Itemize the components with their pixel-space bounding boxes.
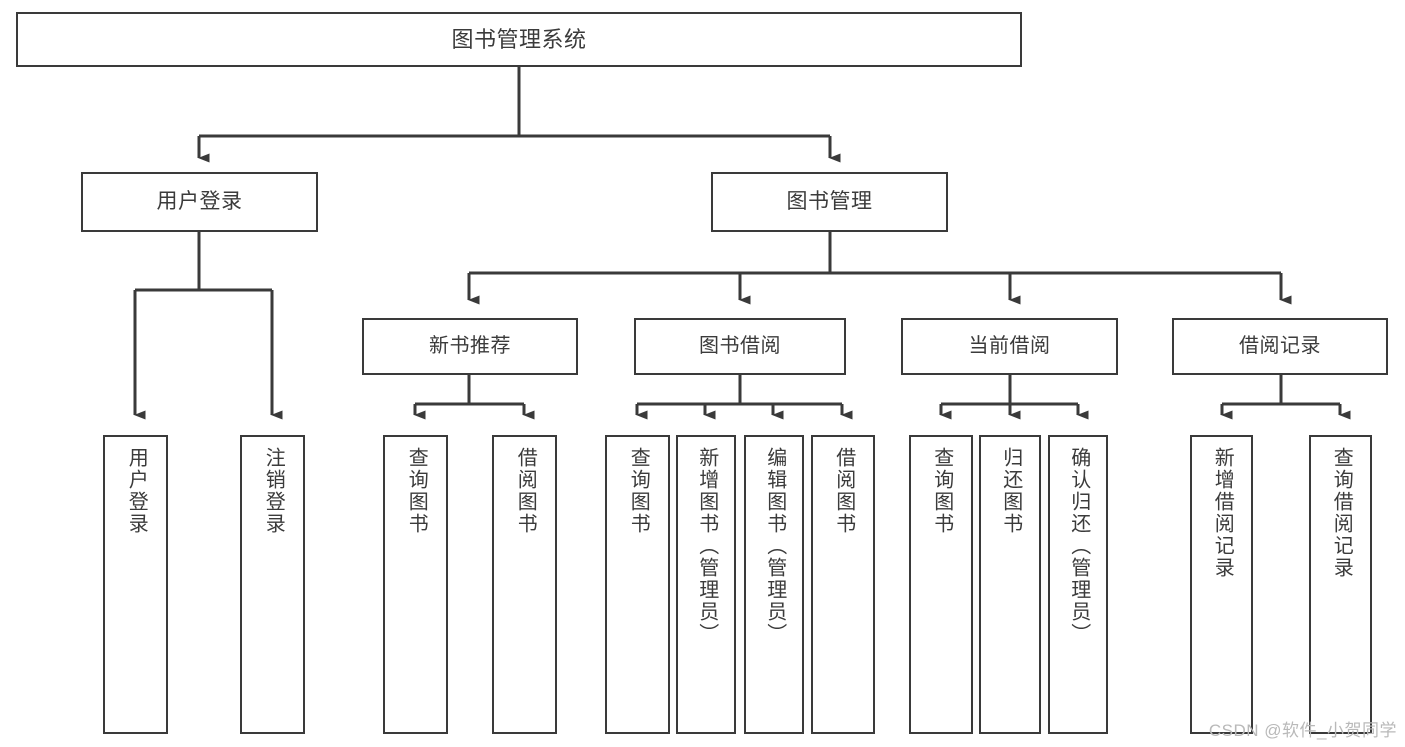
leaf-current-borrow-return-book[interactable]: 归还图书	[979, 435, 1041, 734]
node-user-login[interactable]: 用户登录	[81, 172, 318, 232]
node-label: 编辑图书（管理员）	[763, 447, 786, 645]
leaf-book-borrow-edit-book-admin[interactable]: 编辑图书（管理员）	[744, 435, 804, 734]
node-book-management[interactable]: 图书管理	[711, 172, 948, 232]
node-label: 借阅图书	[514, 447, 537, 535]
node-label: 查询图书	[405, 447, 428, 535]
leaf-user-login-logout[interactable]: 注销登录	[240, 435, 305, 734]
leaf-book-borrow-query-book[interactable]: 查询图书	[605, 435, 670, 734]
node-label: 借阅图书	[832, 447, 855, 535]
node-label: 查询借阅记录	[1330, 447, 1353, 579]
node-book-borrow[interactable]: 图书借阅	[634, 318, 846, 375]
leaf-user-login-login[interactable]: 用户登录	[103, 435, 168, 734]
node-label: 新增借阅记录	[1211, 447, 1234, 579]
leaf-borrow-record-query-record[interactable]: 查询借阅记录	[1309, 435, 1372, 734]
node-current-borrow[interactable]: 当前借阅	[901, 318, 1118, 375]
node-borrow-record[interactable]: 借阅记录	[1172, 318, 1388, 375]
node-label: 新增图书（管理员）	[695, 447, 718, 645]
node-label: 注销登录	[262, 447, 285, 535]
node-label: 借阅记录	[1239, 335, 1321, 357]
leaf-new-book-query-book[interactable]: 查询图书	[383, 435, 448, 734]
csdn-watermark: CSDN @软件_小贺同学	[1208, 721, 1397, 740]
node-new-book-recommend[interactable]: 新书推荐	[362, 318, 578, 375]
leaf-current-borrow-query-book[interactable]: 查询图书	[909, 435, 973, 734]
node-label: 新书推荐	[429, 335, 511, 357]
node-label: 用户登录	[156, 189, 243, 213]
leaf-book-borrow-add-book-admin[interactable]: 新增图书（管理员）	[676, 435, 736, 734]
node-label: 用户登录	[125, 447, 148, 535]
node-label: 确认归还（管理员）	[1067, 447, 1090, 645]
node-root-book-management-system[interactable]: 图书管理系统	[16, 12, 1022, 67]
leaf-book-borrow-borrow-book[interactable]: 借阅图书	[811, 435, 875, 734]
node-label: 图书管理	[786, 189, 873, 213]
node-label: 查询图书	[930, 447, 953, 535]
node-label: 图书管理系统	[451, 26, 587, 52]
node-label: 归还图书	[999, 447, 1022, 535]
leaf-new-book-borrow-book[interactable]: 借阅图书	[492, 435, 557, 734]
leaf-current-borrow-confirm-return-admin[interactable]: 确认归还（管理员）	[1048, 435, 1108, 734]
node-label: 查询图书	[627, 447, 650, 535]
leaf-borrow-record-add-record[interactable]: 新增借阅记录	[1190, 435, 1253, 734]
node-label: 图书借阅	[699, 335, 781, 357]
node-label: 当前借阅	[968, 335, 1051, 357]
